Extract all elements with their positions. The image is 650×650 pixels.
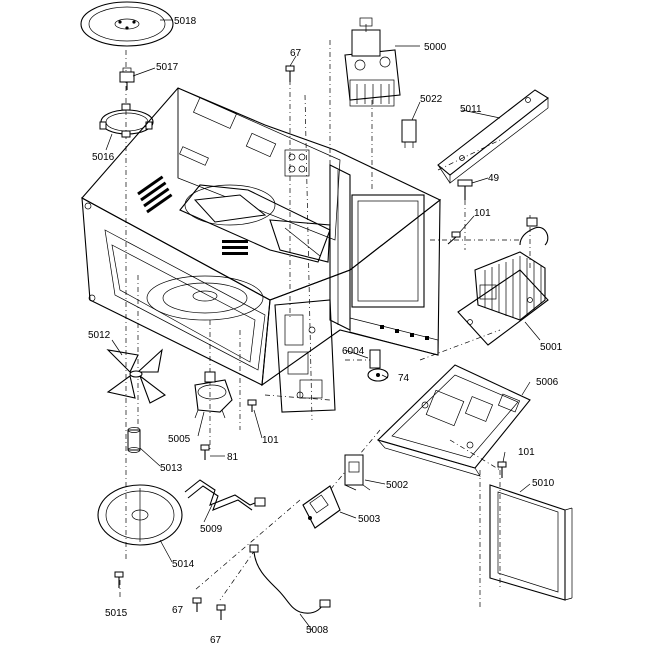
label-5010: 5010 [532,478,555,489]
label-5005: 5005 [168,434,191,445]
label-5013: 5013 [160,463,183,474]
label-101-right: 101 [518,447,535,458]
label-5000: 5000 [424,42,447,53]
screw-67-bottom-left [192,597,202,612]
transformer-5001 [457,217,549,346]
screw-67-bottom [216,604,226,620]
turntable-motor-5005 [194,371,233,419]
label-5017: 5017 [156,62,179,73]
label-5006: 5006 [536,377,559,388]
mounting-rail-5011 [437,89,549,184]
label-5016: 5016 [92,152,115,163]
label-101-top: 101 [474,208,491,219]
vent-slots [137,175,248,255]
shaft-coupler-5013 [127,427,141,453]
label-5001: 5001 [540,342,563,353]
door-switch-5003 [302,485,341,529]
label-6004: 6004 [342,346,365,357]
label-81: 81 [227,452,239,463]
oven-cavity-assembly [81,87,442,387]
label-5018: 5018 [174,16,197,27]
label-67-top: 67 [290,48,302,59]
leader-lines [105,19,541,631]
screw-5015 [114,571,124,588]
magnetron-5000 [344,17,401,107]
hinge-bracket-5002 [344,454,371,491]
screw-49 [457,179,473,200]
assembly-guide-lines [119,40,531,610]
door-base-5006 [376,364,531,477]
turntable-tray-5018 [80,1,174,47]
roller-coupler-5017 [119,67,135,90]
screw-101-top [447,231,461,245]
label-5015: 5015 [105,608,128,619]
part-labels: 5018 5017 5016 67 5000 5022 5011 49 101 … [88,16,563,646]
label-74: 74 [398,373,410,384]
label-5011: 5011 [460,104,482,115]
label-5002: 5002 [386,480,409,491]
wire-lead-5008 [249,544,331,614]
thermal-cutout-6004 [367,349,389,382]
label-101-mid: 101 [262,435,279,446]
label-49: 49 [488,173,500,184]
screw-101-right [497,461,507,478]
wire-harness-5009 [184,479,266,511]
label-5003: 5003 [358,514,381,525]
label-5014: 5014 [172,559,195,570]
screw-67-top [285,65,295,82]
screw-81 [200,444,210,460]
roller-ring-5016 [99,103,154,138]
label-5009: 5009 [200,524,223,535]
label-67-bottom-left: 67 [172,605,184,616]
label-67-bottom: 67 [210,635,222,646]
label-5008: 5008 [306,625,329,636]
screw-101-mid [247,399,257,412]
transformer-coil [484,256,542,320]
label-5012: 5012 [88,330,111,341]
antenna-cover-5014 [97,484,183,546]
thermal-cutout-5022 [401,119,417,148]
label-5022: 5022 [420,94,443,105]
switch-bracket [274,299,336,413]
stirrer-fan-5012 [106,348,167,404]
door-panel-5010 [489,484,573,601]
